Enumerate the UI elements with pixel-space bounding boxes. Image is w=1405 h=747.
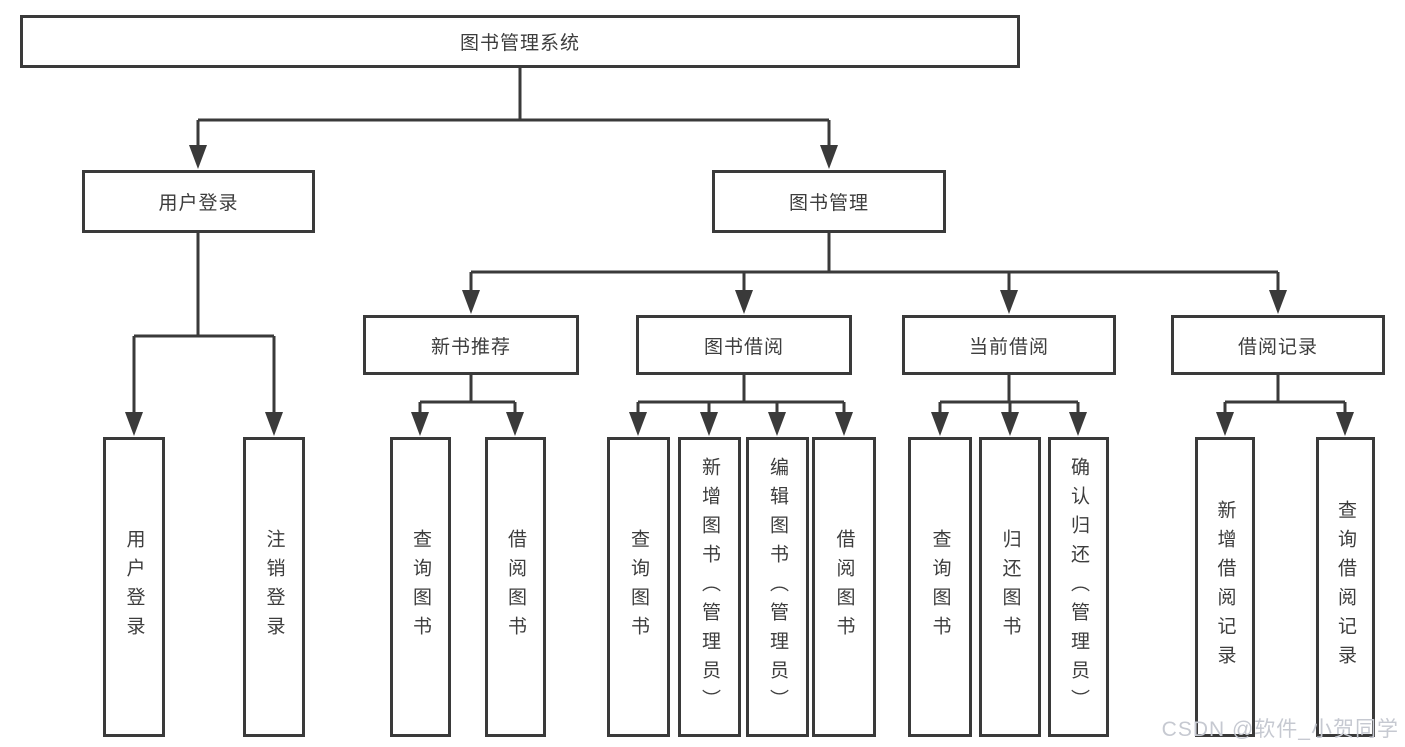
leaf-query-books-borrowing: 查询图书 [607,437,670,737]
node-current-borrowing: 当前借阅 [902,315,1116,375]
node-root-library-system: 图书管理系统 [20,15,1020,68]
csdn-watermark: CSDN @软件_小贺同学 [1161,718,1399,741]
leaf-label: 借阅图书 [833,529,855,645]
node-label: 用户登录 [158,193,239,214]
leaf-edit-books-admin: 编辑图书（管理员） [746,437,809,737]
leaf-label: 新增图书（管理员） [699,456,720,718]
leaf-label: 查询图书 [929,529,951,645]
node-label: 图书管理系统 [459,33,580,54]
leaf-label: 查询图书 [410,529,431,645]
node-label: 借阅记录 [1237,336,1318,358]
leaf-label: 归还图书 [999,529,1021,645]
node-label: 新书推荐 [430,336,511,358]
leaf-label: 确认归还（管理员） [1068,456,1089,718]
node-book-borrowing: 图书借阅 [636,315,852,375]
leaf-label: 新增借阅记录 [1214,500,1236,674]
leaf-label: 注销登录 [263,529,285,645]
node-label: 图书管理 [788,193,869,214]
leaf-confirm-return-admin: 确认归还（管理员） [1048,437,1109,737]
leaf-add-books-admin: 新增图书（管理员） [678,437,741,737]
leaf-label: 查询图书 [628,529,649,645]
leaf-logout: 注销登录 [243,437,305,737]
node-label: 当前借阅 [968,336,1049,358]
node-borrowing-records: 借阅记录 [1171,315,1385,375]
node-book-management: 图书管理 [712,170,946,233]
leaf-query-borrow-record: 查询借阅记录 [1316,437,1375,737]
leaf-add-borrow-record: 新增借阅记录 [1195,437,1255,737]
leaf-label: 借阅图书 [505,529,526,645]
leaf-borrow-books-recommend: 借阅图书 [485,437,546,737]
leaf-label: 用户登录 [123,529,145,645]
leaf-query-books-recommend: 查询图书 [390,437,451,737]
node-new-book-recommend: 新书推荐 [363,315,579,375]
arrowhead-icons [125,145,1354,436]
leaf-label: 查询借阅记录 [1335,500,1356,674]
leaf-label: 编辑图书（管理员） [767,456,788,718]
node-label: 图书借阅 [703,336,784,358]
leaf-user-login: 用户登录 [103,437,165,737]
leaf-borrow-books: 借阅图书 [812,437,876,737]
node-user-login: 用户登录 [82,170,315,233]
leaf-return-books: 归还图书 [979,437,1041,737]
leaf-query-books-current: 查询图书 [908,437,972,737]
